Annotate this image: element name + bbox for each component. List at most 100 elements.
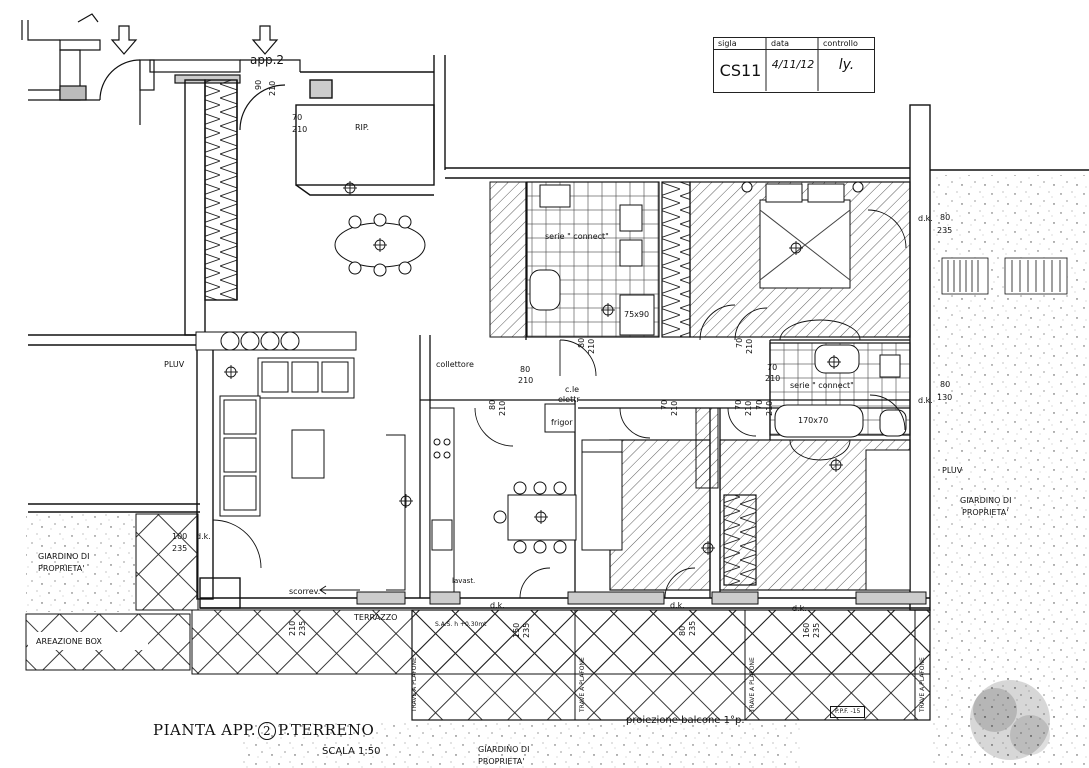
dim-160: 160 [802, 622, 811, 638]
pluv-left-label: PLUV [164, 360, 185, 369]
top-left-walls [21, 13, 301, 131]
title-suffix: P.TERRENO [278, 721, 375, 739]
dk-bottom-2: d.k. [670, 601, 685, 610]
dk-left-label: d.k. [196, 532, 211, 541]
vent-grille-icon [941, 257, 1068, 295]
bed-3-icon [865, 449, 911, 591]
garden-left [26, 512, 136, 612]
door-g-height: 210 [765, 400, 774, 416]
dk-bottom-1: d.k. [490, 601, 505, 610]
dim-235-d: 235 [812, 622, 821, 638]
beam-label-3: TRAVE A PLAFONE [749, 657, 756, 712]
garden-left-line2: PROPRIETA' [38, 564, 85, 573]
door-210-label: 210 [518, 376, 534, 385]
wardrobe-3 [695, 407, 719, 489]
sas-label: S.A.S. h +0.30mt [435, 621, 487, 628]
door-b-height: 210 [587, 338, 596, 354]
sliding-arrow-icon [319, 585, 360, 595]
title-block-grid [765, 37, 819, 91]
door-f-width: 70 [734, 399, 743, 410]
title-block-sigla-header: sigla [714, 38, 767, 50]
dk-2-height: 130 [937, 393, 953, 402]
balcony-projection-label: proiezione balcone 1°p. [626, 715, 745, 726]
shower-size-label: 75x90 [624, 310, 650, 319]
dk-2-label: d.k. [918, 396, 933, 405]
balcony-projection [411, 609, 931, 721]
kitchen-counter-icon [386, 403, 576, 599]
door-a-width: 80 [488, 399, 497, 410]
dim-150: 150 [512, 622, 521, 638]
bathtub-size-label: 170x70 [798, 416, 829, 425]
door-d-width: 70 [767, 363, 778, 372]
dim-235-b: 235 [522, 622, 531, 638]
door-height-label: 210 [268, 80, 277, 96]
garden-left-line1: GIARDINO DI [38, 552, 90, 561]
hall-floor [489, 181, 527, 338]
dim-210: 210 [288, 620, 297, 636]
title-block-controllo-header: controllo [819, 38, 874, 50]
terrazzo-label: TERRAZZO [354, 613, 398, 622]
left-lattice [135, 513, 199, 611]
dining-table-icon [493, 481, 577, 554]
door-d-height: 210 [765, 374, 781, 383]
bottom-windows [356, 591, 927, 605]
garden-bottom-line2: PROPRIETA' [478, 757, 525, 766]
exterior-walls [28, 55, 1089, 611]
door-b-width: 80 [577, 337, 586, 348]
scorrev-label: scorrev. [289, 587, 321, 596]
scale-label: SCALA 1:50 [322, 746, 381, 757]
ceiling-light-icons [224, 181, 843, 555]
areazione-label: AREAZIONE BOX [36, 637, 102, 646]
dk-1-height: 235 [937, 226, 953, 235]
title-block-controllo-value: ly. [838, 57, 855, 73]
bed-main-icon [741, 181, 864, 289]
garden-bottom-line1: GIARDINO DI [478, 745, 530, 754]
cle-label: c.le [565, 385, 580, 394]
app-label: app.2 [250, 53, 285, 67]
pluv-right-label: PLUV [942, 466, 963, 475]
bathroom-2-label: serie " connect" [790, 381, 854, 390]
dim-80: 80 [678, 625, 687, 636]
elettr-label: elettr [558, 395, 580, 404]
door-80-label: 80 [520, 365, 531, 374]
door-swing-arcs [212, 209, 907, 599]
wardrobe-2 [723, 494, 757, 586]
door-c-width: 70 [735, 337, 744, 348]
rip-room-label: RIP. [355, 123, 370, 132]
bathroom-1-label: serie " connect" [545, 232, 609, 241]
bedroom-2-floor [609, 439, 711, 591]
dk-1-width: 80 [940, 213, 951, 222]
title-prefix: PIANTA APP. [153, 721, 257, 739]
dk-left-width: 100 [172, 532, 188, 541]
rip-door-height: 210 [292, 125, 308, 134]
living-furniture-icon [219, 213, 426, 517]
dk-2-width: 80 [940, 380, 951, 389]
planter-icons [195, 331, 357, 351]
bed-2-icon [581, 439, 623, 551]
shrub-icon [964, 674, 1056, 766]
bathroom-fixtures-icon [529, 184, 907, 438]
beam-label-4: TRAVE A PLAFONE [919, 657, 926, 712]
door-e-width: 70 [660, 399, 669, 410]
door-c-height: 210 [745, 338, 754, 354]
wardrobe-1 [661, 181, 691, 338]
title-block-sigla-value: CS11 [719, 61, 762, 80]
lavast-label: lavast. [452, 577, 476, 585]
entry-arrow-icon [110, 25, 279, 55]
garden-right-line2: PROPRIETA' [962, 508, 1009, 517]
ppf-label: P.P.F. -15 [830, 706, 866, 718]
title-block: sigla data controllo CS11 4/11/12 ly. [713, 37, 875, 93]
dk-left-height: 235 [172, 544, 188, 553]
rip-door-width: 70 [292, 113, 303, 122]
dim-235-a: 235 [298, 620, 307, 636]
door-width-label: 90 [254, 79, 263, 90]
dk-bottom-3: d.k. [792, 604, 807, 613]
dim-235-c: 235 [688, 620, 697, 636]
door-e-height: 210 [670, 400, 679, 416]
garden-bottom [240, 720, 800, 768]
interior-walls [419, 182, 910, 598]
beam-label-2: TRAVE A PLAFONE [579, 657, 586, 712]
